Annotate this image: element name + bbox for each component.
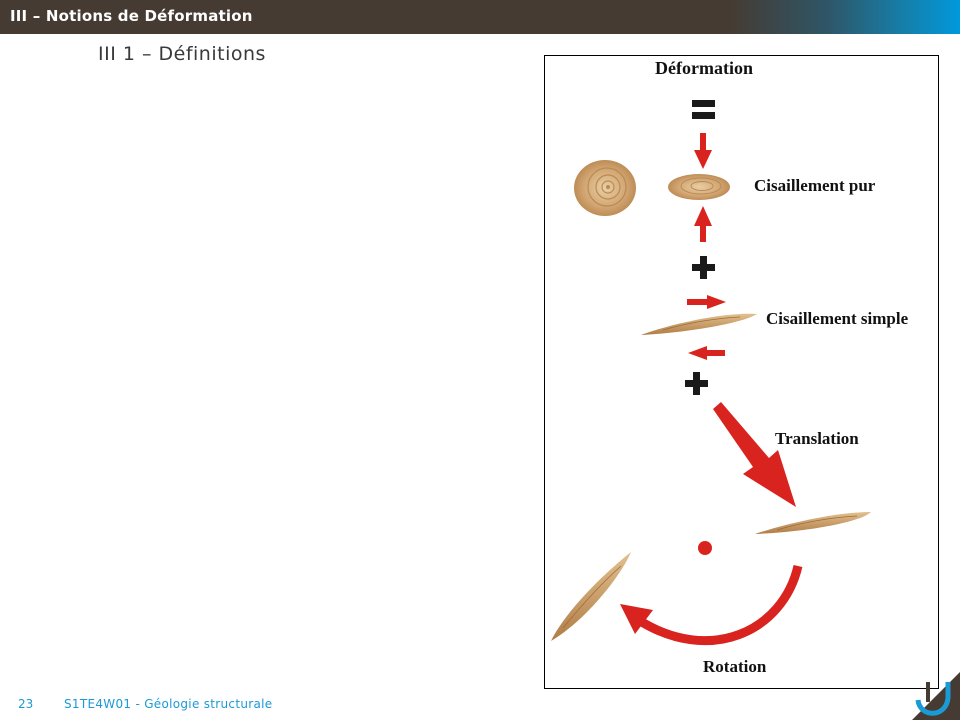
page-number: 23 [18, 697, 34, 711]
ammonite-translated-icon [755, 512, 871, 534]
figure-title: Déformation [655, 58, 753, 78]
equals-icon [692, 100, 715, 119]
label-simple-shear: Cisaillement simple [766, 309, 909, 328]
slide-subtitle: III 1 – Définitions [98, 43, 266, 65]
deformation-figure: Déformation Cisaillement pur Cisaillemen… [544, 55, 939, 689]
ammonite-rotated-icon [551, 552, 631, 641]
shear-arrow-left-icon [688, 346, 725, 360]
ammonite-pure-shear-icon [668, 174, 730, 200]
compression-arrow-up-icon [694, 206, 712, 242]
plus-icon [692, 256, 715, 279]
section-title: III – Notions de Déformation [10, 7, 253, 25]
ammonite-original-icon [574, 160, 636, 216]
ammonite-simple-shear-icon [641, 313, 757, 335]
course-name: S1TE4W01 - Géologie structurale [64, 697, 273, 711]
label-pure-shear: Cisaillement pur [754, 176, 876, 195]
header-bar: III – Notions de Déformation [0, 0, 960, 34]
rotation-center-icon [698, 541, 712, 555]
plus-icon [685, 372, 708, 395]
shear-arrow-right-icon [687, 295, 726, 309]
deformation-diagram [551, 100, 871, 646]
label-rotation: Rotation [703, 657, 767, 676]
compression-arrow-down-icon [694, 133, 712, 169]
university-logo-icon [912, 672, 960, 720]
label-translation: Translation [775, 429, 859, 448]
translation-arrow-icon [713, 402, 796, 507]
rotation-arrow-icon [620, 564, 803, 646]
